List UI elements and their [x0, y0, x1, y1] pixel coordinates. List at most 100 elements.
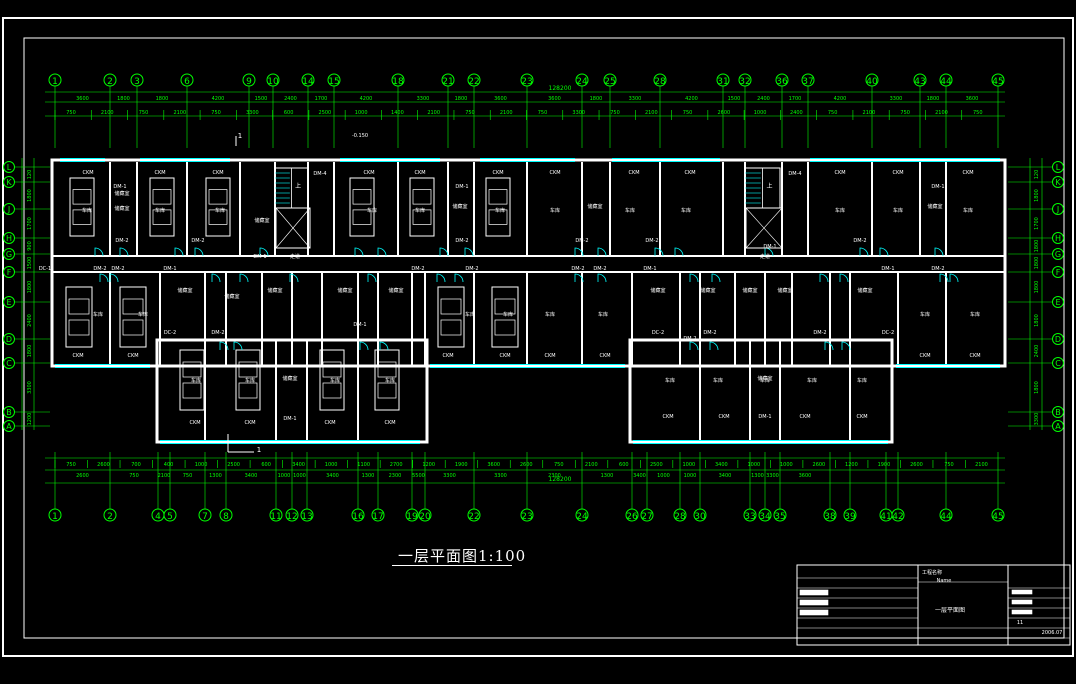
axis-bubble-right: [1052, 296, 1064, 308]
dimension-text-left: 1700: [27, 217, 33, 230]
door-tag: DM-1: [283, 416, 296, 422]
dimension-text-top-detail: 1000: [754, 110, 767, 116]
room-label: 储藏室: [254, 217, 269, 224]
door-swing: [377, 247, 387, 257]
window-tag-ckm: CKM: [599, 353, 610, 359]
total-dimension-top: 128200: [549, 85, 572, 92]
car-rear-window: [377, 382, 397, 399]
door-tag: DM-1: [113, 184, 126, 190]
dimension-text-top: 1700: [789, 96, 802, 102]
door-tag: DM-2: [465, 266, 478, 272]
room-label: 储藏室: [177, 287, 192, 294]
axis-bubble-left: [3, 357, 15, 369]
door-swing: [934, 247, 944, 257]
dimension-text-bottom-detail: 2500: [227, 462, 240, 468]
dimension-text-bottom-detail: 2100: [975, 462, 988, 468]
door-swing: [709, 341, 719, 351]
dimension-text-bottom: 3600: [799, 473, 812, 479]
axis-label-right: J: [1056, 205, 1059, 214]
axis-label-bottom: 27: [641, 512, 652, 522]
room-label: 车库: [330, 377, 340, 384]
car-windshield: [322, 361, 342, 378]
dimension-text-bottom-detail: 2600: [910, 462, 923, 468]
axis-label-top: 28: [654, 77, 666, 87]
axis-label-top: 40: [866, 77, 878, 87]
axis-label-left: L: [7, 163, 12, 172]
section-mark: 1: [257, 446, 261, 454]
door-swing: [879, 247, 889, 257]
car-icon: [349, 177, 375, 237]
door-tag: DM-2: [191, 238, 204, 244]
dimension-text-bottom: 750: [129, 473, 139, 479]
car-icon: [409, 177, 435, 237]
outer-sheet-frame: [2, 17, 1074, 657]
window-tag-ckm: CKM: [662, 414, 673, 420]
dimension-text-bottom: 3400: [719, 473, 732, 479]
title-number: 11: [1017, 620, 1023, 626]
car-rear-window: [72, 209, 92, 225]
door-tag: DM-2: [111, 266, 124, 272]
room-label: 储藏室: [114, 205, 129, 212]
room-label: 储藏室: [267, 287, 282, 294]
car-rear-window: [68, 319, 90, 336]
door-tag: DM-1: [643, 266, 656, 272]
dimension-text-left: 1200: [27, 413, 33, 426]
dimension-text-top: 3600: [548, 96, 561, 102]
window-tag-ckm: CKM: [127, 353, 138, 359]
room-label: 车库: [215, 207, 225, 214]
dimension-text-right: 1800: [1034, 381, 1040, 394]
axis-label-bottom: 38: [824, 512, 836, 522]
dimension-text-top-detail: 750: [828, 110, 838, 116]
door-swing: [939, 273, 949, 283]
axis-label-right: C: [1055, 359, 1061, 368]
elevator-shaft: [275, 207, 311, 249]
axis-label-top: 22: [468, 77, 479, 87]
axis-label-right: F: [1056, 268, 1061, 277]
room-label: 车库: [893, 207, 903, 214]
door-swing: [819, 273, 829, 283]
dimension-text-right: 1800: [1034, 257, 1040, 270]
dimension-text-top: 3300: [629, 96, 642, 102]
door-tag: DM-1: [758, 414, 771, 420]
dimension-text-top: 4200: [360, 96, 373, 102]
title-project-label: 工程名称: [922, 569, 942, 576]
dimension-text-bottom: 750: [183, 473, 193, 479]
dimension-text-bottom-detail: 1200: [422, 462, 435, 468]
car-windshield: [238, 361, 258, 378]
dimension-text-top: 1800: [117, 96, 130, 102]
axis-label-bottom: 44: [940, 512, 952, 522]
room-label: 车库: [857, 377, 867, 384]
dimension-text-top: 1800: [590, 96, 603, 102]
axis-label-top: 9: [246, 77, 252, 87]
axis-bubble-right: [1052, 203, 1064, 215]
door-swing: [259, 247, 269, 257]
axis-label-top: 25: [604, 77, 615, 87]
axis-label-bottom: 35: [774, 512, 785, 522]
window-tag-ckm: CKM: [892, 170, 903, 176]
door-tag: DM-2: [703, 330, 716, 336]
room-label: 储藏室: [224, 293, 239, 300]
dimension-text-bottom-detail: 2700: [390, 462, 403, 468]
axis-bubble-right: [1052, 161, 1064, 173]
axis-label-top: 10: [267, 77, 279, 87]
dimension-text-bottom: 1000: [684, 473, 697, 479]
car-rear-window: [182, 382, 202, 399]
door-swing: [597, 247, 607, 257]
window-tag-ckm: CKM: [154, 170, 165, 176]
room-label: 车库: [465, 311, 475, 318]
dimension-text-bottom: 1300: [751, 473, 764, 479]
room-label: 车库: [807, 377, 817, 384]
axis-label-bottom: 11: [270, 512, 281, 522]
axis-bubble-left: [3, 248, 15, 260]
door-tag: DM-2: [211, 330, 224, 336]
window-tag-ckm: CKM: [919, 353, 930, 359]
room-label: 车库: [245, 377, 255, 384]
door-tag-dc2: DC-2: [652, 330, 664, 336]
car-windshield: [488, 189, 508, 205]
axis-label-bottom: 8: [223, 512, 229, 522]
dimension-text-bottom-detail: 1000: [195, 462, 208, 468]
car-windshield: [72, 189, 92, 205]
axis-label-top: 24: [576, 77, 588, 87]
dimension-text-top-detail: 1000: [355, 110, 368, 116]
